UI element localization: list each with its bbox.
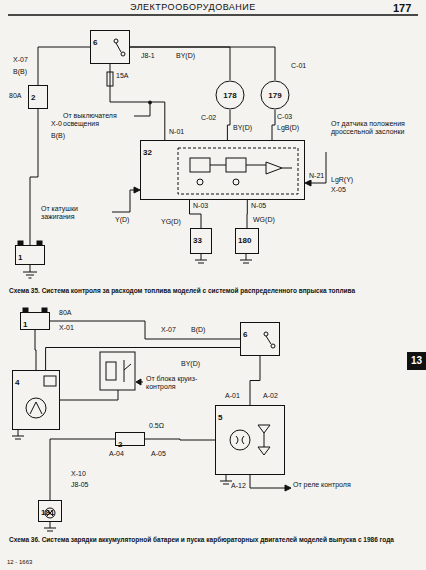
wire-code: N-03 [192, 202, 209, 210]
wire-code: BY(D) [180, 360, 201, 368]
callout-number: 6 [241, 329, 249, 340]
callout-number: 6 [91, 37, 99, 48]
wire-code: LgR(Y) [330, 176, 354, 184]
wire-code: C-03 [276, 113, 293, 121]
callout-number: 32 [141, 147, 154, 158]
callout-number: 180 [236, 235, 253, 246]
wire-code: LgB(D) [276, 124, 300, 132]
wire-code: X-07 [12, 56, 29, 64]
callout-number: 1 [16, 252, 24, 263]
wire-code: J8-1 [140, 52, 156, 60]
wire-code: C-01 [290, 62, 307, 70]
rating-value: 15A [115, 72, 129, 80]
control-unit: 32 [140, 140, 305, 200]
wire [50, 439, 115, 500]
fusible-link: 2 [28, 85, 48, 109]
source-note: От датчика положения дроссельной заслонк… [330, 120, 420, 136]
callout-number: 5 [216, 412, 224, 423]
wire [145, 439, 215, 440]
indicator-lamp: 179 [257, 80, 293, 110]
wire-code: A-01 [224, 392, 241, 400]
wire [272, 110, 275, 140]
wire-code: B(B) [12, 68, 28, 76]
wire [38, 47, 90, 85]
wire-code: B(D) [190, 326, 206, 334]
source-note: От катушки зажигания [40, 205, 112, 221]
wire [50, 321, 240, 339]
wire-code: X-01 [58, 324, 75, 332]
callout-number: 181 [39, 507, 56, 518]
wire [227, 110, 230, 140]
ignition-switch: 6 [240, 322, 280, 356]
wire-code: X-05 [330, 186, 347, 194]
wire-code: A-02 [262, 392, 279, 400]
ignition-switch: 6 [90, 30, 130, 64]
callout-number: 1 [21, 319, 29, 330]
sensor-box: 33 [190, 228, 212, 254]
page-number: 177 [392, 2, 412, 14]
wire-code: A-05 [150, 450, 167, 458]
wire-code: C-02 [200, 114, 217, 122]
battery: 1 [20, 312, 50, 330]
callout-number: 2 [29, 92, 37, 103]
rating-value: 80A [58, 309, 72, 317]
wire [130, 47, 230, 80]
wire [35, 330, 36, 370]
battery: 1 [15, 245, 45, 265]
wire-code: A-04 [108, 450, 125, 458]
indicator-lamp: 178 [212, 80, 248, 110]
source-note: От выключателя освещения [62, 112, 134, 128]
wire [130, 47, 275, 80]
chapter-tab: 13 [407, 352, 426, 370]
figure-caption: Схема 36. Система зарядки аккумуляторной… [8, 536, 420, 544]
wire-code: Y(D) [114, 216, 130, 224]
wire-code: N-21 [308, 172, 325, 180]
callout-number: 178 [212, 91, 248, 100]
rating-value: 0.5Ω [148, 422, 165, 430]
rating-value: 80A [8, 92, 22, 100]
wire [250, 356, 260, 405]
source-note: От реле контроля [292, 481, 374, 489]
callout-number: 33 [191, 235, 204, 246]
sensor-box: 180 [235, 228, 259, 254]
callout-number: 2 [116, 439, 124, 450]
wire-code: YG(D) [160, 218, 182, 226]
wire [30, 109, 38, 245]
wire [110, 64, 165, 140]
wire [46, 348, 240, 371]
wire-code: X-07 [160, 326, 177, 334]
page-header: ЭЛЕКТРООБОРУДОВАНИЕ [130, 2, 256, 13]
source-note: От блока круиз-контроля [145, 375, 222, 391]
charge-lamp: 181 [38, 500, 62, 522]
starter-motor: 4 [12, 370, 60, 430]
callout-number: 179 [257, 91, 293, 100]
wire-code: A-12 [230, 482, 247, 490]
print-mark: 12 - 1663 [6, 558, 33, 566]
alternator: 5 [215, 405, 285, 475]
wire-code: WG(D) [252, 216, 276, 224]
wire [247, 200, 248, 228]
wire-code: N-01 [168, 128, 185, 136]
figure-caption: Схема 35. Система контроля за расходом т… [8, 287, 420, 295]
wire-code: N-05 [250, 202, 267, 210]
wire-code: BY(D) [232, 124, 253, 132]
resistor: 2 [115, 432, 145, 446]
wire-code: X-10 [70, 470, 87, 478]
wire-code: BY(D) [175, 52, 196, 60]
wire-code: B(B) [50, 132, 66, 140]
callout-number: 4 [13, 377, 21, 388]
wire-code: J8-05 [70, 481, 90, 489]
